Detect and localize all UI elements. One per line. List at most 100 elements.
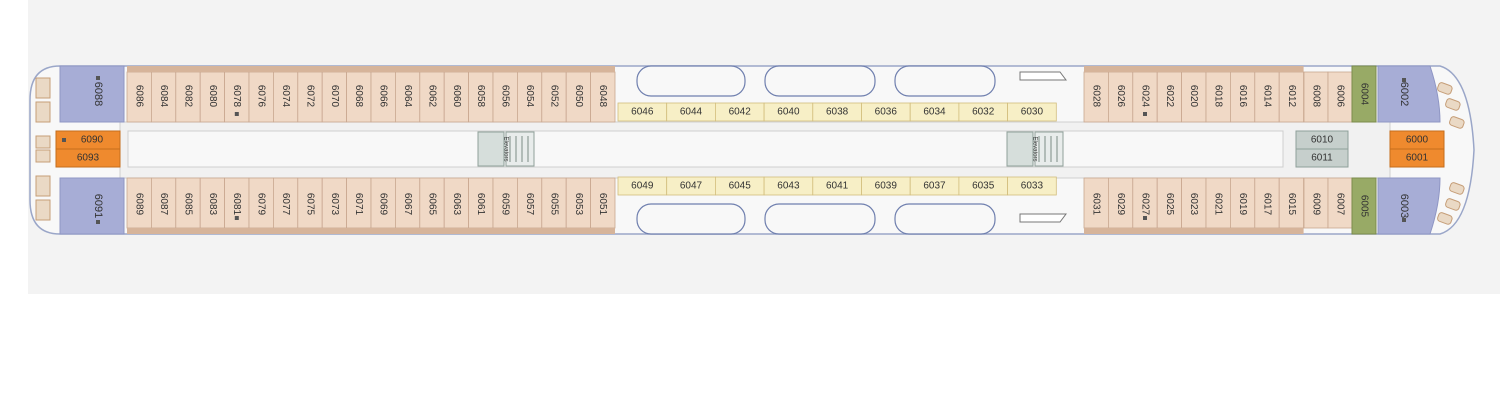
accessible-cabin-icon xyxy=(234,112,239,116)
cabin-6066[interactable] xyxy=(370,71,396,123)
cabin-label-6023: 6023 xyxy=(1188,193,1199,216)
cabin-6020[interactable] xyxy=(1181,71,1207,123)
cabin-label-6073: 6073 xyxy=(329,193,340,216)
cabin-label-6058: 6058 xyxy=(475,85,486,108)
cabin-6017[interactable] xyxy=(1254,177,1280,229)
cabin-6067[interactable] xyxy=(394,177,421,229)
accessible-cabin-icon xyxy=(96,220,100,224)
cabin-6051[interactable] xyxy=(590,177,616,229)
cabin-6009[interactable] xyxy=(1303,177,1329,229)
cabin-label-6040: 6040 xyxy=(777,107,800,118)
cabin-6052[interactable] xyxy=(541,71,567,123)
cabin-label-6061: 6061 xyxy=(475,193,486,216)
stern-balcony xyxy=(35,101,51,123)
stern-balcony xyxy=(35,175,51,197)
cabin-6074[interactable] xyxy=(272,71,299,123)
cabin-label-6000: 6000 xyxy=(1406,135,1429,146)
cabin-6057[interactable] xyxy=(517,177,543,229)
cabin-label-6072: 6072 xyxy=(304,85,315,108)
cabin-6085[interactable] xyxy=(175,177,201,229)
cabin-label-6080: 6080 xyxy=(207,85,218,108)
cabin-6064[interactable] xyxy=(394,71,421,123)
cabin-6077[interactable] xyxy=(272,177,299,229)
cabin-label-6005: 6005 xyxy=(1358,195,1369,218)
central-corridor-inner xyxy=(127,130,1284,168)
stairs-icon xyxy=(1034,131,1064,167)
cabin-label-6010: 6010 xyxy=(1311,135,1334,146)
accessible-cabin-icon xyxy=(96,76,100,80)
cabin-6060[interactable] xyxy=(443,71,470,123)
cabin-6079[interactable] xyxy=(248,177,274,229)
cabin-6093[interactable] xyxy=(55,148,121,168)
cabin-label-6074: 6074 xyxy=(280,85,291,108)
cabin-6030[interactable] xyxy=(1007,102,1057,122)
cabin-6012[interactable] xyxy=(1278,71,1304,123)
cabin-6084[interactable] xyxy=(150,71,177,123)
cabin-label-6028: 6028 xyxy=(1091,85,1102,108)
suite-cabin-6003[interactable] xyxy=(1377,177,1441,235)
cabin-label-6086: 6086 xyxy=(134,85,145,108)
cabin-6019[interactable] xyxy=(1230,177,1256,229)
cabin-label-6041: 6041 xyxy=(826,181,849,192)
lifeboat-icon xyxy=(894,65,996,97)
cabin-label-6018: 6018 xyxy=(1213,85,1224,108)
bow-balcony xyxy=(1437,82,1453,95)
lifeboat-icon xyxy=(636,203,746,235)
cabin-6025[interactable] xyxy=(1156,177,1182,229)
cabin-6089[interactable] xyxy=(126,177,152,229)
cabin-6082[interactable] xyxy=(175,71,201,123)
cabin-label-6011: 6011 xyxy=(1311,153,1333,164)
cabin-label-6037: 6037 xyxy=(923,181,946,192)
cabin-6004[interactable] xyxy=(1351,65,1377,123)
cabin-label-6056: 6056 xyxy=(500,85,511,108)
suite-cabin-6088[interactable] xyxy=(59,65,125,123)
cabin-6023[interactable] xyxy=(1181,177,1207,229)
lifeboat-icon xyxy=(894,203,996,235)
cabin-6050[interactable] xyxy=(565,71,592,123)
cabin-label-6083: 6083 xyxy=(207,193,218,216)
cabin-label-6045: 6045 xyxy=(729,181,752,192)
suite-cabin-6002[interactable] xyxy=(1377,65,1441,123)
cabin-label-6082: 6082 xyxy=(182,85,193,108)
cabin-6001[interactable] xyxy=(1389,148,1445,168)
cabin-6076[interactable] xyxy=(248,71,274,123)
cabin-6031[interactable] xyxy=(1083,177,1109,229)
cabin-label-6042: 6042 xyxy=(729,107,752,118)
accessible-cabin-icon xyxy=(62,138,66,142)
cabin-6055[interactable] xyxy=(541,177,567,229)
cabin-label-6093: 6093 xyxy=(77,153,100,164)
cabin-label-6063: 6063 xyxy=(451,193,462,216)
cabin-6018[interactable] xyxy=(1205,71,1231,123)
cabin-6063[interactable] xyxy=(443,177,470,229)
suite-cabin-6091[interactable] xyxy=(59,177,125,235)
cabin-label-6016: 6016 xyxy=(1237,85,1248,108)
cabin-6011[interactable] xyxy=(1295,148,1349,168)
cabin-6022[interactable] xyxy=(1156,71,1182,123)
cabin-6062[interactable] xyxy=(419,71,445,123)
cabin-label-6052: 6052 xyxy=(548,85,559,108)
cabin-label-6017: 6017 xyxy=(1261,193,1272,216)
balcony-strip xyxy=(127,228,615,234)
cabin-label-6064: 6064 xyxy=(402,85,413,108)
cabin-6065[interactable] xyxy=(419,177,445,229)
cabin-6054[interactable] xyxy=(517,71,543,123)
cabin-label-6027: 6027 xyxy=(1139,193,1150,216)
cabin-6005[interactable] xyxy=(1351,177,1377,235)
cabin-6026[interactable] xyxy=(1108,71,1134,123)
cabin-label-6046: 6046 xyxy=(631,107,654,118)
cabin-6008[interactable] xyxy=(1303,71,1329,123)
cabin-6048[interactable] xyxy=(590,71,616,123)
cabin-6033[interactable] xyxy=(1007,176,1057,196)
cabin-label-6026: 6026 xyxy=(1115,85,1126,108)
cabin-6006[interactable] xyxy=(1327,71,1353,123)
cabin-6053[interactable] xyxy=(565,177,592,229)
cabin-label-6004: 6004 xyxy=(1358,83,1369,106)
cabin-label-6076: 6076 xyxy=(256,85,267,108)
tender-boat-icon xyxy=(1019,213,1067,223)
cabin-label-6034: 6034 xyxy=(923,107,946,118)
cabin-label-6059: 6059 xyxy=(500,193,511,216)
cabin-label-6007: 6007 xyxy=(1334,193,1345,216)
cabin-label-6036: 6036 xyxy=(875,107,898,118)
cabin-6073[interactable] xyxy=(321,177,348,229)
elevator-icon xyxy=(1006,131,1034,167)
